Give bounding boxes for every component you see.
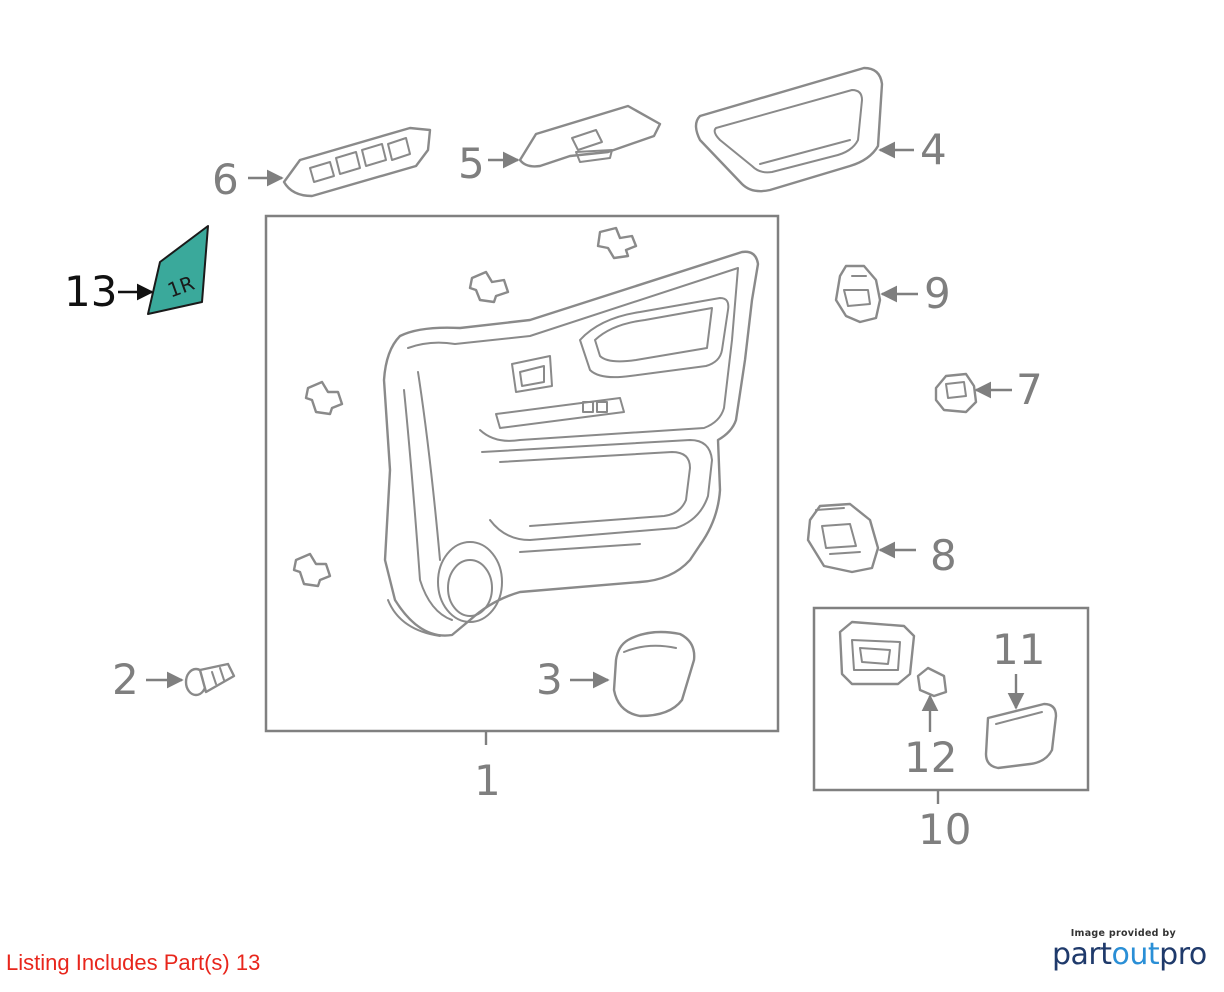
callout-3: 3 bbox=[536, 655, 563, 704]
window-switch-part-6 bbox=[282, 126, 432, 198]
clip-mid-left bbox=[304, 380, 344, 416]
callout-7: 7 bbox=[1016, 365, 1043, 414]
callout-8: 8 bbox=[930, 531, 957, 580]
callout-10: 10 bbox=[918, 805, 971, 854]
callout-9: 9 bbox=[924, 269, 951, 318]
logo-word-out: out bbox=[1111, 937, 1160, 972]
part-13-highlight bbox=[147, 225, 209, 315]
switch-part-8 bbox=[806, 502, 880, 574]
handle-bezel-part-11 bbox=[984, 702, 1058, 770]
window-switch-part-5 bbox=[518, 104, 662, 168]
brand-caption: Image provided by bbox=[1070, 928, 1176, 939]
logo-word-part: part bbox=[1052, 937, 1112, 972]
clip-top bbox=[596, 226, 638, 260]
screw-part-2 bbox=[184, 662, 236, 697]
callout-13: 13 bbox=[64, 267, 117, 316]
callout-12: 12 bbox=[904, 733, 957, 782]
speaker-cover-part-3 bbox=[612, 630, 696, 718]
callout-2: 2 bbox=[112, 655, 139, 704]
clip-lower-left bbox=[292, 552, 332, 588]
callout-5: 5 bbox=[458, 139, 485, 188]
brand-logo-block: Image provided by partoutpro bbox=[1052, 928, 1212, 971]
clip-upper-left bbox=[468, 270, 510, 304]
callout-6: 6 bbox=[212, 155, 239, 204]
corner-trim-part-13: 1R bbox=[147, 225, 209, 315]
part-1-frame bbox=[264, 214, 780, 733]
door-panel-part-1 bbox=[382, 250, 760, 637]
callout-4: 4 bbox=[920, 125, 947, 174]
partoutpro-logo: partoutpro bbox=[1052, 939, 1212, 971]
switch-part-7 bbox=[934, 372, 978, 414]
callout-1: 1 bbox=[474, 756, 501, 805]
callout-11: 11 bbox=[992, 625, 1045, 674]
handle-cap-part-12 bbox=[916, 666, 948, 698]
part-10-frame bbox=[812, 606, 1090, 792]
inside-handle-part-10 bbox=[838, 620, 916, 686]
listing-includes-note: Listing Includes Part(s) 13 bbox=[6, 950, 261, 975]
armrest-bezel-part-4 bbox=[694, 66, 884, 193]
switch-part-9 bbox=[834, 264, 882, 324]
logo-word-pro: pro bbox=[1159, 937, 1207, 972]
